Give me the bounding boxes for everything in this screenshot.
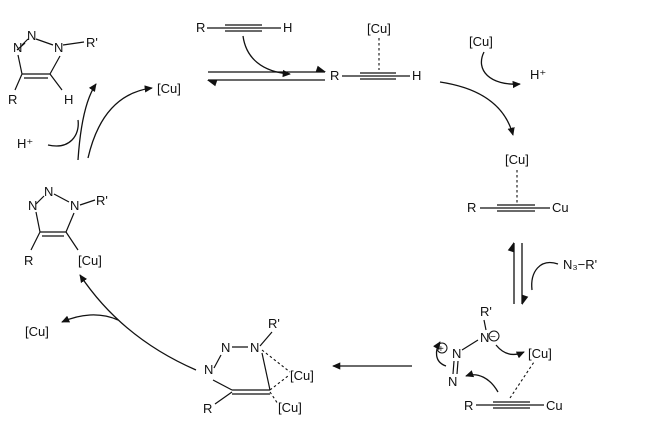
svg-text:N: N xyxy=(452,346,461,361)
atom-n1: N xyxy=(54,40,63,55)
arrow-to-acetylide xyxy=(439,81,515,136)
cu-catalyst-free: [Cu] xyxy=(157,81,181,96)
cu-pi-alkyne-complex: [Cu] R H xyxy=(330,21,421,83)
svg-text:R: R xyxy=(467,200,476,215)
svg-text:R: R xyxy=(24,253,33,268)
atom-h: H xyxy=(64,92,73,107)
svg-text:[Cu]: [Cu] xyxy=(528,346,552,361)
azide-reagent: N₃−R' xyxy=(563,257,597,272)
azide-entry-curve xyxy=(531,262,559,291)
svg-text:N: N xyxy=(448,374,457,389)
substituent-r: R xyxy=(8,92,17,107)
svg-text:N: N xyxy=(480,330,489,345)
svg-text:R: R xyxy=(203,401,212,416)
dicopper-metallacycle: R' N N N [Cu] [Cu] R xyxy=(203,316,314,416)
arrow-cu-release xyxy=(87,85,153,159)
svg-text:+: + xyxy=(438,344,444,355)
proton-uptake-curve xyxy=(47,119,79,147)
copper-triazolide: N N N R' R [Cu] xyxy=(24,184,108,268)
svg-text:R': R' xyxy=(96,193,108,208)
arrow-cu-loss xyxy=(61,314,119,323)
svg-text:Cu: Cu xyxy=(552,200,569,215)
cu-released-label: [Cu] xyxy=(25,324,49,339)
arrow-to-product xyxy=(77,83,97,161)
svg-text:N: N xyxy=(250,340,259,355)
arrow-proton-release xyxy=(480,51,521,89)
cu-base-label: [Cu] xyxy=(469,34,493,49)
svg-text:N: N xyxy=(28,198,37,213)
svg-text:Cu: Cu xyxy=(546,398,563,413)
svg-text:R': R' xyxy=(480,304,492,319)
proton-out-label: H⁺ xyxy=(530,67,546,82)
svg-text:N: N xyxy=(70,198,79,213)
proton-label: H⁺ xyxy=(17,136,33,151)
svg-text:R: R xyxy=(330,68,339,83)
triazole-product: N N N R' R H xyxy=(8,28,98,107)
svg-text:R': R' xyxy=(268,316,280,331)
atom-n2: N xyxy=(27,28,36,43)
svg-text:H: H xyxy=(412,68,421,83)
svg-text:−: − xyxy=(490,332,496,343)
copper-acetylide: [Cu] R Cu xyxy=(467,152,569,215)
svg-text:N: N xyxy=(221,340,230,355)
substituent-r-prime: R' xyxy=(86,35,98,50)
svg-text:N: N xyxy=(204,362,213,377)
arrow-alkyne-in xyxy=(242,35,291,78)
atom-n3: N xyxy=(13,40,22,55)
svg-text:[Cu]: [Cu] xyxy=(78,253,102,268)
azide-acetylide-complex: R' N N N − + [Cu] R Cu xyxy=(433,304,563,413)
svg-text:[Cu]: [Cu] xyxy=(505,152,529,167)
svg-text:N: N xyxy=(44,184,53,199)
svg-text:H: H xyxy=(283,20,292,35)
terminal-alkyne-reactant: R H xyxy=(196,20,292,35)
svg-text:R: R xyxy=(196,20,205,35)
arrow-to-triazolide xyxy=(79,274,197,371)
svg-text:[Cu]: [Cu] xyxy=(367,21,391,36)
svg-text:R: R xyxy=(464,398,473,413)
svg-text:[Cu]: [Cu] xyxy=(290,368,314,383)
svg-text:[Cu]: [Cu] xyxy=(278,400,302,415)
